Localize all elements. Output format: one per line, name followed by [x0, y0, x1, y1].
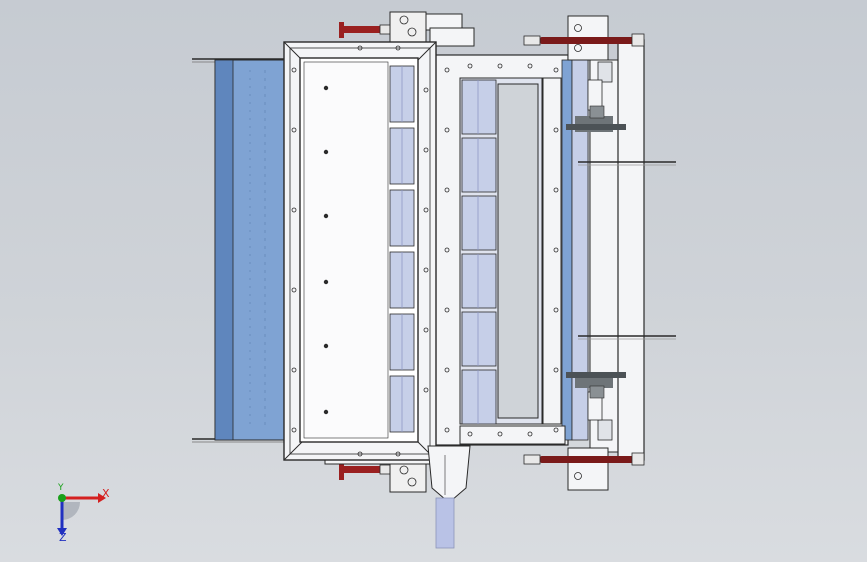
slide-frame[interactable]	[434, 54, 589, 446]
y-axis-label: Y	[58, 483, 64, 493]
bolt	[423, 87, 429, 93]
left-blue-panel[interactable]	[214, 59, 288, 441]
bolt	[423, 327, 429, 333]
bolt	[444, 127, 450, 133]
bolt	[423, 147, 429, 153]
bolt	[291, 127, 297, 133]
bolt	[323, 85, 329, 91]
upper-sprocket-bracket[interactable]	[566, 105, 626, 132]
bolt	[527, 431, 533, 437]
slide-blade-segments	[461, 79, 497, 425]
bolt	[444, 367, 450, 373]
bolt	[323, 149, 329, 155]
z-axis-label: Z	[59, 531, 67, 544]
y-axis-dot-icon	[58, 494, 66, 502]
slide-frame-bolts	[444, 63, 559, 437]
bolt	[527, 63, 533, 69]
bolt	[395, 451, 401, 457]
triad-plane-icon	[62, 502, 80, 520]
slide-blade	[461, 253, 497, 309]
slide-blade	[461, 137, 497, 193]
bolt	[323, 409, 329, 415]
lower-sprocket-bracket[interactable]	[566, 372, 626, 399]
bolt	[444, 427, 450, 433]
bolt	[423, 267, 429, 273]
bottom-right-bracket[interactable]	[523, 447, 645, 491]
bolt	[323, 279, 329, 285]
door-frame-bolts	[291, 45, 429, 457]
bolt	[291, 427, 297, 433]
bolt	[497, 431, 503, 437]
z-arrowhead-icon	[57, 528, 67, 536]
bolt	[553, 427, 559, 433]
bolt	[395, 45, 401, 51]
bolt	[553, 67, 559, 73]
bolt	[553, 127, 559, 133]
bolt	[467, 431, 473, 437]
bolt	[323, 343, 329, 349]
bolt	[423, 387, 429, 393]
bolt	[423, 207, 429, 213]
bolt	[291, 367, 297, 373]
bolt	[444, 187, 450, 193]
top-left-actuator[interactable]	[339, 11, 475, 47]
bolt	[444, 307, 450, 313]
bolt	[553, 187, 559, 193]
bolt	[467, 63, 473, 69]
slide-blade	[461, 311, 497, 367]
gate-blade-segments	[389, 65, 415, 433]
bolt	[357, 45, 363, 51]
bolt	[444, 67, 450, 73]
bolt	[497, 63, 503, 69]
slide-blade	[461, 79, 497, 135]
bolt	[323, 213, 329, 219]
discharge-chute[interactable]	[427, 445, 471, 549]
slide-blade	[461, 195, 497, 251]
top-right-bracket[interactable]	[523, 15, 645, 61]
x-arrowhead-icon	[98, 493, 106, 503]
bolt	[553, 247, 559, 253]
x-axis-label: X	[102, 487, 110, 500]
right-shafts	[578, 161, 676, 340]
bolt	[291, 67, 297, 73]
bolt	[357, 451, 363, 457]
slide-blade	[461, 369, 497, 425]
bolt	[444, 247, 450, 253]
bolt	[291, 207, 297, 213]
axis-triad	[57, 493, 106, 536]
bolt	[291, 287, 297, 293]
bolt	[553, 307, 559, 313]
bolt	[553, 367, 559, 373]
